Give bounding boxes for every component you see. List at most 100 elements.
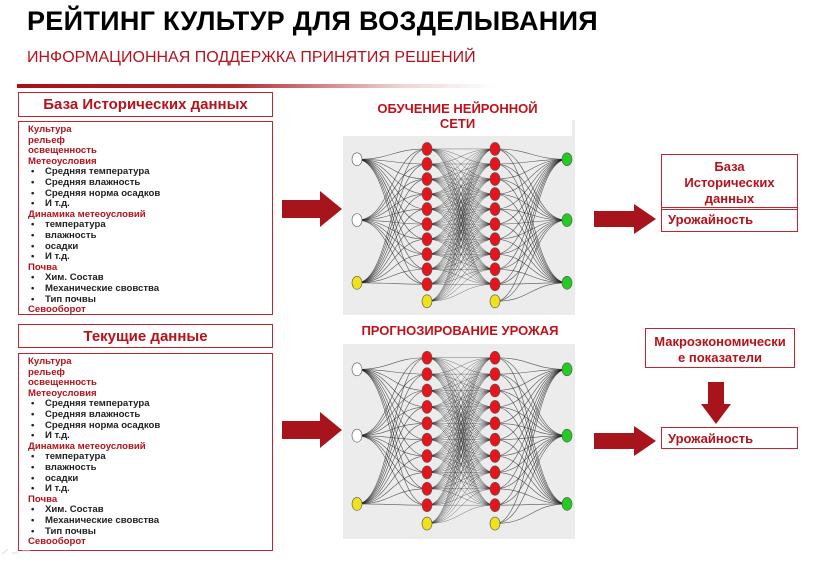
connection-edge: [494, 282, 568, 285]
hidden-node: [421, 367, 433, 381]
connection-edge: [426, 373, 496, 506]
bullet-icon: •: [31, 430, 35, 442]
connection-edge: [494, 158, 568, 180]
list-item: •И т.д.: [28, 431, 272, 442]
hidden-node: [421, 217, 433, 231]
arrow-right-icon: [282, 412, 342, 448]
connection-edge: [356, 439, 428, 505]
connection-edge: [356, 148, 428, 221]
historical-db-output-box: База Исторических данных Урожайность: [661, 154, 798, 232]
connection-edge: [426, 357, 496, 375]
category-label: Метеоусловия: [28, 155, 97, 167]
bullet-icon: •: [31, 504, 35, 516]
hidden-node: [489, 481, 501, 496]
category-label: освещенность: [28, 145, 97, 157]
macroeconomic-indicators-label: Макроэкономические показатели: [654, 334, 786, 365]
hidden-node: [489, 157, 501, 171]
bullet-icon: •: [31, 219, 35, 231]
list-item-text: И т.д.: [45, 483, 70, 495]
hidden-node: [489, 172, 501, 186]
forecast-yield-label: Урожайность: [668, 430, 754, 446]
historical-db-output-heading: База Исторических данных: [684, 159, 775, 206]
connection-edge: [356, 219, 428, 240]
hidden-node: [421, 232, 433, 246]
connection-edge: [426, 357, 496, 473]
arrow-right-icon: [594, 426, 656, 456]
slide-subtitle: ИНФОРМАЦИОННАЯ ПОДДЕРЖКА ПРИНЯТИЯ РЕШЕНИ…: [27, 49, 476, 66]
forecast-yield-box: Урожайность: [661, 427, 798, 449]
hidden-node: [421, 383, 433, 398]
arrow-right-icon: [282, 191, 342, 227]
connection-edge: [356, 282, 428, 285]
connection-edge: [356, 422, 428, 505]
list-item: •температура: [28, 452, 272, 463]
list-item: •Средняя норма осадков: [28, 419, 272, 432]
connection-edge: [356, 158, 428, 285]
connection-edge: [426, 284, 496, 302]
connection-edge: [356, 219, 428, 255]
connection-edge: [356, 219, 428, 270]
bullet-icon: •: [31, 483, 35, 495]
connection-edge: [426, 254, 496, 302]
category-label: Метеоусловия: [28, 387, 97, 399]
list-item-text: влажность: [45, 461, 97, 473]
neural-network-graph: [351, 142, 573, 309]
connection-edge: [426, 238, 496, 285]
category-label: Севооборот: [28, 536, 86, 548]
training-title: ОБУЧЕНИЕ НЕЙРОННОЙ СЕТИ: [340, 101, 575, 131]
connection-edge: [494, 268, 568, 284]
output-node: [561, 362, 573, 377]
connection-edge: [494, 148, 568, 160]
connection-edge: [426, 472, 496, 506]
output-node: [561, 428, 573, 443]
connection-edge: [494, 219, 568, 255]
hidden-node: [489, 232, 501, 246]
connection-edge: [426, 357, 496, 408]
hidden-node: [421, 465, 433, 480]
connection-edge: [494, 369, 568, 524]
connection-edge: [356, 373, 428, 505]
hidden-node: [421, 432, 433, 447]
training-neural-network: [343, 136, 575, 315]
connection-edge: [356, 219, 428, 225]
bias-node: [351, 497, 363, 511]
list-item-text: осадки: [45, 472, 79, 484]
hidden-node: [489, 202, 501, 216]
list-item-text: Средняя влажность: [45, 176, 141, 188]
connection-edge: [494, 369, 568, 457]
list-item-text: И т.д.: [45, 198, 70, 210]
connection-edge: [356, 488, 428, 505]
hidden-node: [421, 262, 433, 277]
connection-edge: [426, 357, 496, 440]
list-item: •влажность: [28, 229, 272, 242]
bullet-icon: •: [31, 419, 35, 431]
hidden-node: [421, 277, 433, 292]
connection-edge: [426, 148, 496, 255]
forecast-neural-network: [343, 344, 575, 539]
connection-edge: [494, 422, 568, 505]
training-title-line1: ОБУЧЕНИЕ НЕЙРОННОЙ: [377, 101, 538, 116]
list-item-text: Средняя влажность: [45, 408, 141, 420]
connection-edge: [356, 238, 428, 284]
bullet-icon: •: [31, 408, 35, 420]
hidden-node: [489, 383, 501, 398]
input-node: [351, 362, 363, 377]
bullet-icon: •: [31, 451, 35, 463]
list-item: •Механические свовства: [28, 515, 272, 527]
list-item-text: Тип почвы: [45, 525, 96, 537]
connection-edge: [426, 223, 496, 302]
connection-edge: [426, 390, 496, 506]
connection-edge: [356, 163, 428, 221]
category-label: рельеф: [28, 366, 65, 378]
bullet-icon: •: [31, 198, 35, 210]
hidden-node: [421, 247, 433, 262]
list-item-text: Тип почвы: [45, 293, 96, 305]
bullet-icon: •: [31, 229, 35, 241]
connection-edge: [426, 357, 496, 506]
connection-edge: [494, 435, 568, 524]
bullet-icon: •: [31, 461, 35, 473]
hidden-node: [421, 142, 433, 156]
connection-edge: [494, 158, 568, 240]
connection-edge: [494, 439, 568, 505]
bullet-icon: •: [31, 251, 35, 263]
